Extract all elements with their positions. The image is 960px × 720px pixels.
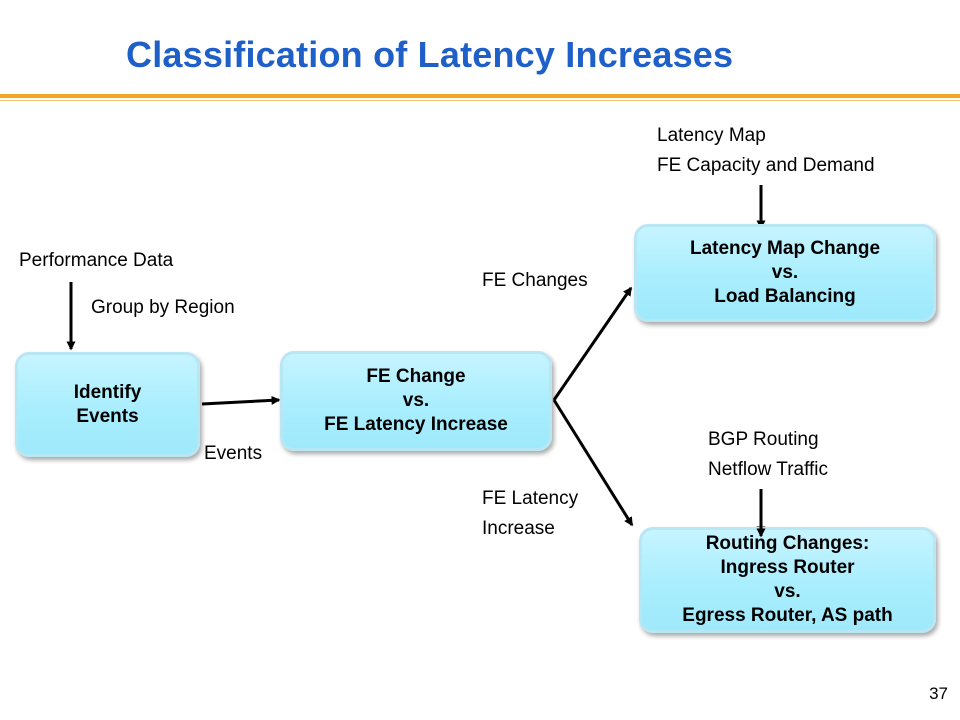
performance-data-label: Performance Data [19, 250, 174, 271]
identify-events-box: Identify Events [15, 352, 200, 457]
slide-title: Classification of Latency Increases [126, 34, 734, 75]
events-label: Events [204, 443, 263, 464]
latency-map-inputs-label: Latency Map FE Capacity and Demand [657, 125, 875, 176]
arrow-identify-to-fe-change [201, 395, 281, 406]
title-rule [0, 94, 960, 98]
latency-map-box: Latency Map Change vs. Load Balancing [634, 224, 936, 322]
routing-inputs-label: BGP Routing Netflow Traffic [708, 429, 829, 480]
routing-changes-box: Routing Changes: Ingress Router vs. Egre… [639, 527, 936, 633]
fe-changes-label: FE Changes [482, 270, 588, 291]
fe-change-box: FE Change vs. FE Latency Increase [280, 351, 552, 451]
arrow-to-latency-map [552, 286, 633, 401]
title-rule-thin [0, 100, 960, 101]
arrow-to-routing [552, 399, 634, 527]
group-by-region-label: Group by Region [91, 297, 235, 318]
fe-latency-increase-label: FE Latency Increase [482, 488, 579, 539]
page-number: 37 [929, 684, 948, 703]
